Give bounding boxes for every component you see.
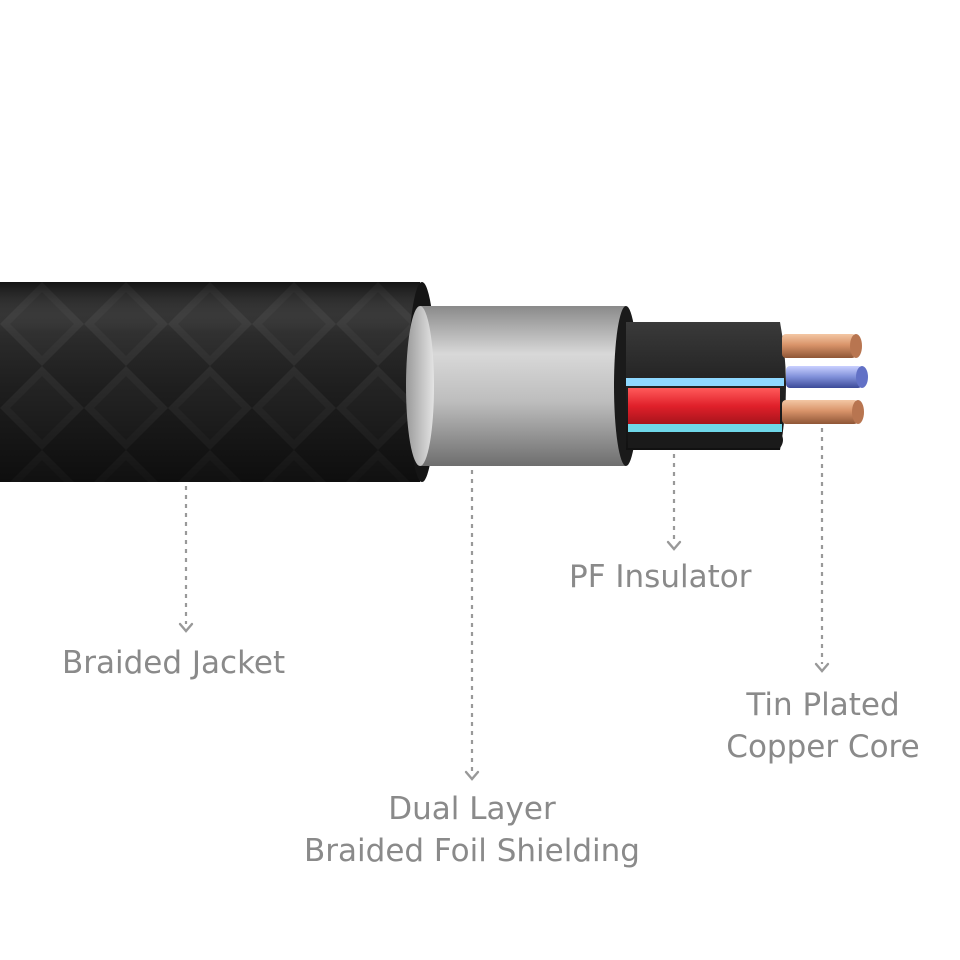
pf-insulator — [626, 322, 786, 450]
label-foil-shielding: Dual Layer Braided Foil Shielding — [280, 788, 664, 872]
arrow-shield-icon — [464, 770, 480, 781]
tin-plated-copper-core — [782, 334, 868, 424]
label-pf-insulator: PF Insulator — [569, 556, 751, 598]
foil-shielding-line-1: Dual Layer — [388, 791, 556, 827]
braided-jacket — [0, 282, 436, 482]
arrow-core-icon — [814, 662, 830, 673]
leader-arrowheads — [178, 540, 830, 781]
arrow-jacket-icon — [178, 622, 194, 633]
foil-shielding-line-2: Braided Foil Shielding — [304, 833, 640, 869]
foil-shielding — [406, 306, 638, 466]
label-copper-core: Tin Plated Copper Core — [710, 684, 936, 768]
arrow-insulator-icon — [666, 540, 682, 551]
label-braided-jacket: Braided Jacket — [62, 642, 285, 684]
leader-lines — [184, 428, 824, 772]
pf-insulator-text: PF Insulator — [569, 559, 752, 595]
copper-core-line-1: Tin Plated — [746, 687, 900, 723]
braided-jacket-text: Braided Jacket — [62, 645, 286, 681]
copper-core-line-2: Copper Core — [726, 729, 920, 765]
